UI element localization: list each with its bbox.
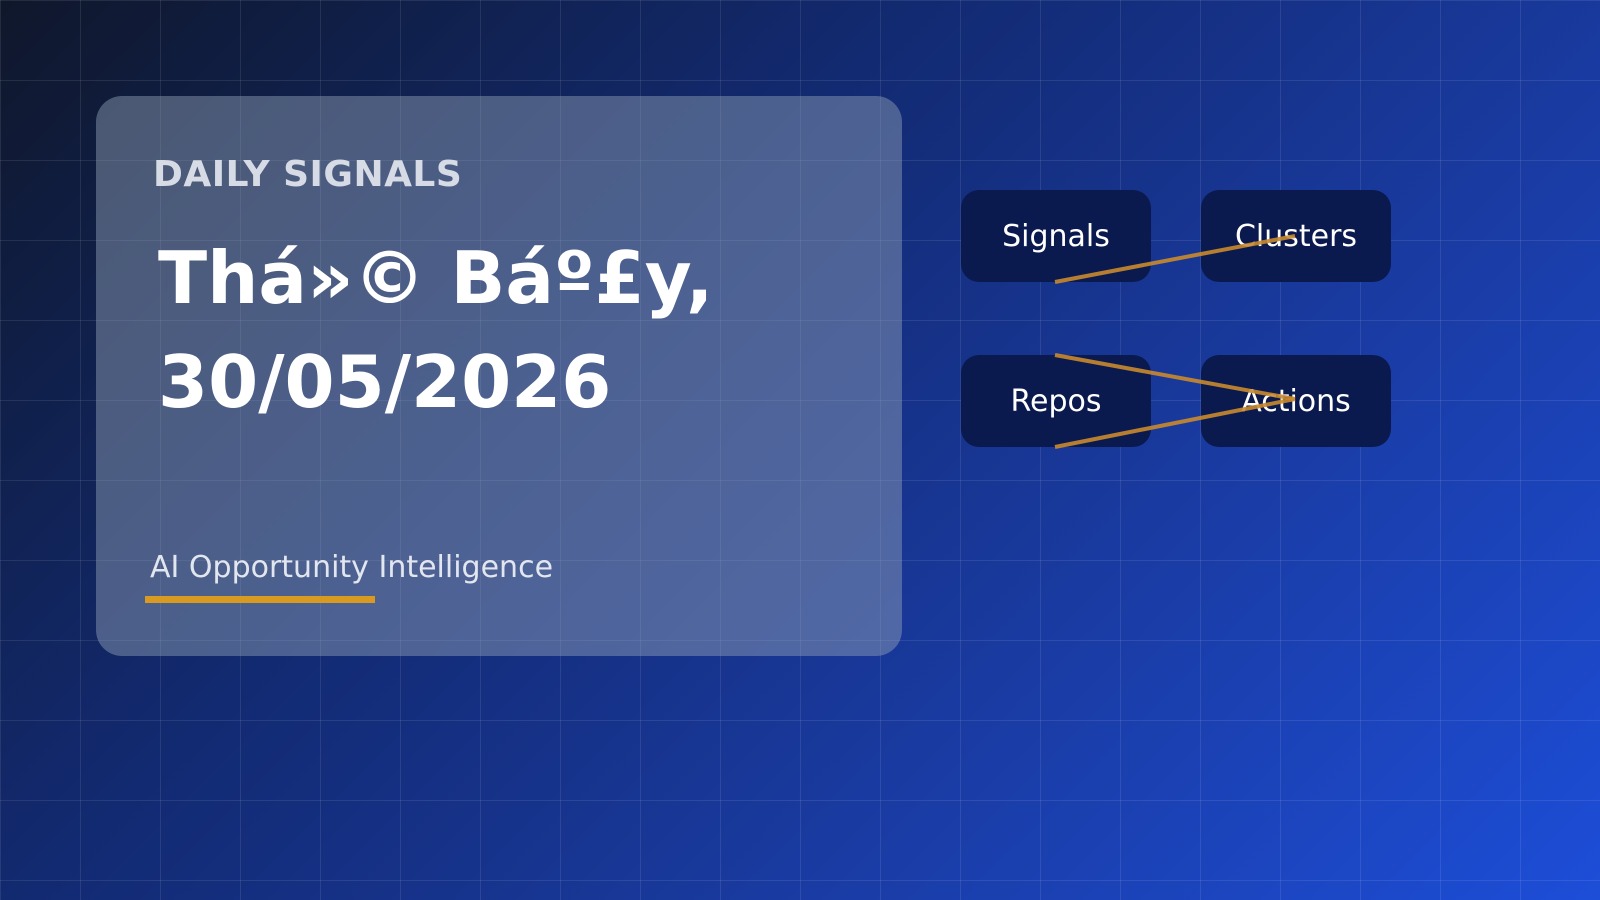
node-actions-label: Actions [1241, 383, 1351, 419]
node-actions: Actions [1201, 355, 1391, 447]
kicker-label: DAILY SIGNALS [153, 154, 463, 195]
node-repos-label: Repos [1010, 383, 1102, 419]
node-repos: Repos [961, 355, 1151, 447]
edge-repos-actions-top [1054, 353, 1296, 401]
date-weekday: Thá»© Báº£y, [158, 236, 714, 320]
date-value: 30/05/2026 [158, 340, 612, 424]
node-signals-label: Signals [1002, 218, 1110, 254]
brand-tagline: AI Opportunity Intelligence [150, 550, 554, 585]
title-card: DAILY SIGNALS Thá»© Báº£y, 30/05/2026 AI… [96, 96, 902, 656]
edge-signals-clusters [1054, 234, 1296, 284]
node-clusters: Clusters [1201, 190, 1391, 282]
brand-underline [145, 596, 375, 603]
node-clusters-label: Clusters [1234, 218, 1358, 254]
node-signals: Signals [961, 190, 1151, 282]
edge-repos-actions-bottom [1054, 397, 1296, 449]
